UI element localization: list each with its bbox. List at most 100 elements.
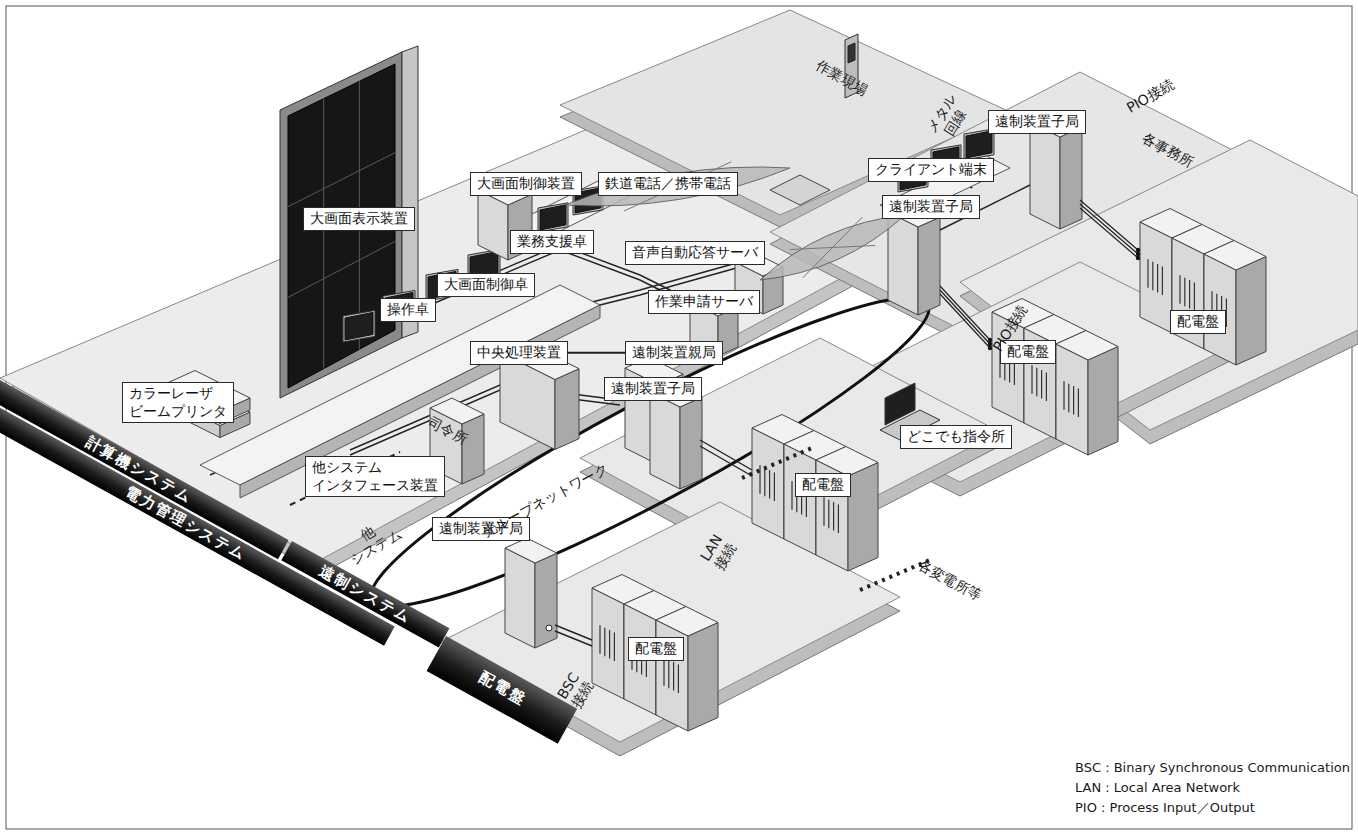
vent-slot <box>791 481 792 510</box>
vent-slot <box>678 664 679 693</box>
pio-wire <box>1080 200 1138 250</box>
vent-slot <box>759 465 760 494</box>
vent-slot <box>1063 381 1064 410</box>
switchboard-cabinet <box>592 588 624 699</box>
vent-slot <box>614 632 615 661</box>
device-label: 中央処理装置 <box>470 341 568 365</box>
label-text: 配電盤 <box>1007 343 1049 361</box>
telephone <box>770 175 830 205</box>
label-text: 配電盤 <box>1177 313 1219 331</box>
monitor-screen <box>345 312 373 340</box>
label-text: 大画面表示装置 <box>310 210 408 228</box>
console-desk <box>200 285 600 485</box>
label-text: 音声自動応答サーバ <box>632 244 758 262</box>
device-label: 遠制装置子局 <box>604 377 702 401</box>
vent-slot <box>1157 264 1158 293</box>
radio-link <box>790 245 875 249</box>
label-text: 遠制装置親局 <box>632 344 716 362</box>
slave-station <box>505 538 557 563</box>
vent-slot <box>1031 365 1032 394</box>
label-text: 業務支援卓 <box>517 233 587 251</box>
pio-terminal <box>1136 252 1140 256</box>
abbreviation-note: LAN : Local Area Network <box>1075 781 1240 796</box>
bsc-cable <box>555 631 592 646</box>
vent-slot <box>663 657 664 686</box>
device-label: 他システム インタフェース装置 <box>305 456 445 497</box>
device-label: 遠制装置子局 <box>882 195 980 219</box>
vent-slot <box>609 630 610 659</box>
pio-wire <box>940 286 990 340</box>
label-text: 他システム インタフェース装置 <box>312 459 438 494</box>
vent-slot <box>1078 388 1079 417</box>
slave-station <box>918 217 940 315</box>
vent-slot <box>668 660 669 689</box>
label-text: 鉄道電話／携帯電話 <box>605 175 731 193</box>
vent-slot <box>1036 368 1037 397</box>
radio-link <box>760 215 905 280</box>
network-connector <box>568 352 625 354</box>
monitor-screen <box>540 205 566 230</box>
vent-slot <box>1184 278 1185 307</box>
interface-unit <box>462 414 484 484</box>
slave-station <box>650 392 680 489</box>
device-label: 大画面制御卓 <box>437 273 535 297</box>
switchboard-cabinet <box>784 444 816 555</box>
switchboard-cabinet <box>1056 331 1118 361</box>
device-label: 業務支援卓 <box>510 230 594 254</box>
monitor-frame <box>343 310 375 342</box>
vent-slot <box>823 497 824 526</box>
device-label: クライアント端末 <box>868 158 994 182</box>
central-processor <box>555 369 579 450</box>
pio-wire <box>940 294 990 348</box>
label-text: 中央処理装置 <box>477 344 561 362</box>
optical-loop <box>348 260 951 644</box>
abbreviation-note: PIO : Process Input／Output <box>1075 801 1255 816</box>
vent-slot <box>599 625 600 654</box>
vent-slot <box>604 628 605 657</box>
switchboard-cabinet <box>1204 241 1266 271</box>
switchboard-cabinet <box>1236 257 1266 366</box>
label-text: 遠制装置子局 <box>889 198 973 216</box>
vent-slot <box>1147 259 1148 288</box>
switchboard-cabinet <box>1056 344 1088 455</box>
abbreviation-note: BSC : Binary Synchronous Communication <box>1075 761 1350 776</box>
vent-slot <box>1073 386 1074 415</box>
pio-terminal <box>1136 256 1140 260</box>
device-label: 大画面表示装置 <box>303 207 415 231</box>
screen-grid <box>288 153 395 207</box>
label-text: クライアント端末 <box>875 161 987 179</box>
vent-slot <box>764 468 765 497</box>
vent-slot <box>673 662 674 691</box>
slave-station <box>535 553 557 648</box>
switchboard-cabinet <box>1140 222 1172 333</box>
vent-slot <box>1046 372 1047 401</box>
switchboard-cabinet <box>752 428 784 539</box>
label-text: カラーレーザ ビームプリンタ <box>129 385 227 420</box>
radio-link <box>565 167 790 206</box>
vent-slot <box>828 500 829 529</box>
vent-slot <box>1179 275 1180 304</box>
device-label: 配電盤 <box>628 637 684 661</box>
monitor-frame <box>538 203 568 232</box>
device-label: どこでも指令所 <box>900 425 1012 449</box>
vent-slot <box>1162 266 1163 295</box>
label-text: 大画面制御装置 <box>477 175 575 193</box>
device-label: 配電盤 <box>1170 310 1226 334</box>
vent-slot <box>769 470 770 499</box>
label-text: 大画面制御卓 <box>444 276 528 294</box>
pio-wire <box>1080 204 1138 254</box>
screen-grid <box>288 241 395 297</box>
switchboard-cabinet <box>848 463 878 572</box>
vent-slot <box>1194 282 1195 311</box>
device-label: 作業申請サーバ <box>648 290 760 314</box>
label-text: 遠制装置子局 <box>995 113 1079 131</box>
device-label: 大画面制御装置 <box>470 172 582 196</box>
label-text: 操作卓 <box>387 301 429 319</box>
device-label: 遠制装置子局 <box>988 110 1086 134</box>
vent-slot <box>1152 262 1153 291</box>
label-text: 配電盤 <box>635 640 677 658</box>
label-text: 作業申請サーバ <box>655 293 753 311</box>
slave-station <box>505 548 535 648</box>
device-label: 遠制装置親局 <box>625 341 723 365</box>
bsc-connector <box>546 625 552 631</box>
